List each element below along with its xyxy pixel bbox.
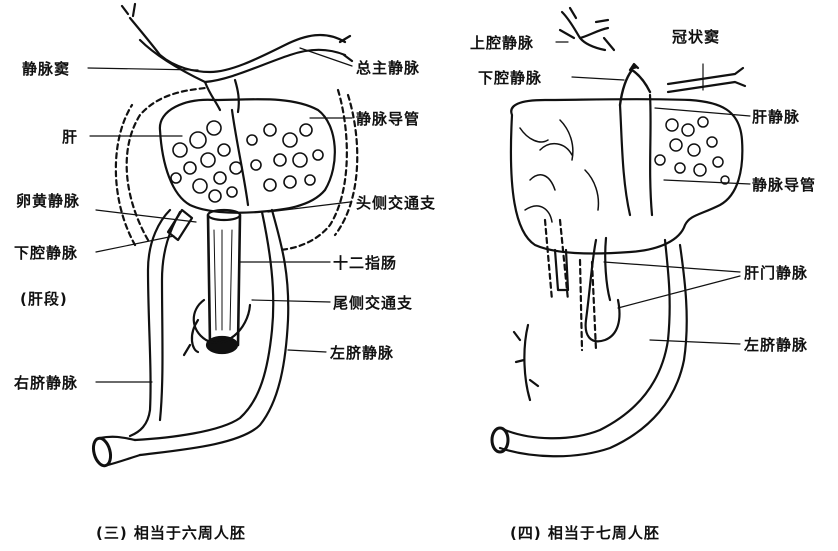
label-svc: 上腔静脉 xyxy=(470,32,534,53)
left-panel-figure xyxy=(88,4,357,468)
label-left-umbilical-right: 左脐静脉 xyxy=(744,334,808,355)
label-ivc-hepatic-segment: (肝段) xyxy=(20,288,68,309)
label-ivc-left: 下腔静脉 xyxy=(14,242,78,263)
label-left-umbilical-left: 左脐静脉 xyxy=(330,342,394,363)
svc-shape xyxy=(560,8,614,50)
portal-vein-shape xyxy=(586,240,620,341)
label-caudal-anastomosis: 尾侧交通支 xyxy=(333,292,413,313)
label-cranial-anastomosis: 头侧交通支 xyxy=(356,192,436,213)
label-vitelline-vein: 卵黄静脉 xyxy=(16,190,80,211)
label-duodenum: 十二指肠 xyxy=(333,252,397,273)
label-portal-vein: 肝门静脉 xyxy=(744,262,808,283)
label-right-umbilical: 右脐静脉 xyxy=(14,372,78,393)
caption-left: (三) 相当于六周人胚 xyxy=(96,522,246,543)
label-ductus-venosus-left: 静脉导管 xyxy=(356,108,420,129)
label-coronary-sinus: 冠状窦 xyxy=(672,26,720,47)
label-common-cardinal: 总主静脉 xyxy=(356,57,420,78)
label-sinus-venosus: 静脉窦 xyxy=(22,58,70,79)
label-ductus-venosus-right: 静脉导管 xyxy=(752,174,816,195)
left-umbilical-vein-right xyxy=(505,240,670,438)
sinus-venosus-shape xyxy=(130,18,345,72)
label-ivc-right: 下腔静脉 xyxy=(478,67,542,88)
label-liver-left: 肝 xyxy=(62,126,78,147)
label-hepatic-vein: 肝静脉 xyxy=(752,106,800,127)
caption-right: (四) 相当于七周人胚 xyxy=(510,522,660,543)
coronary-sinus-shape xyxy=(668,68,745,92)
duodenum-shape-left xyxy=(208,215,240,345)
